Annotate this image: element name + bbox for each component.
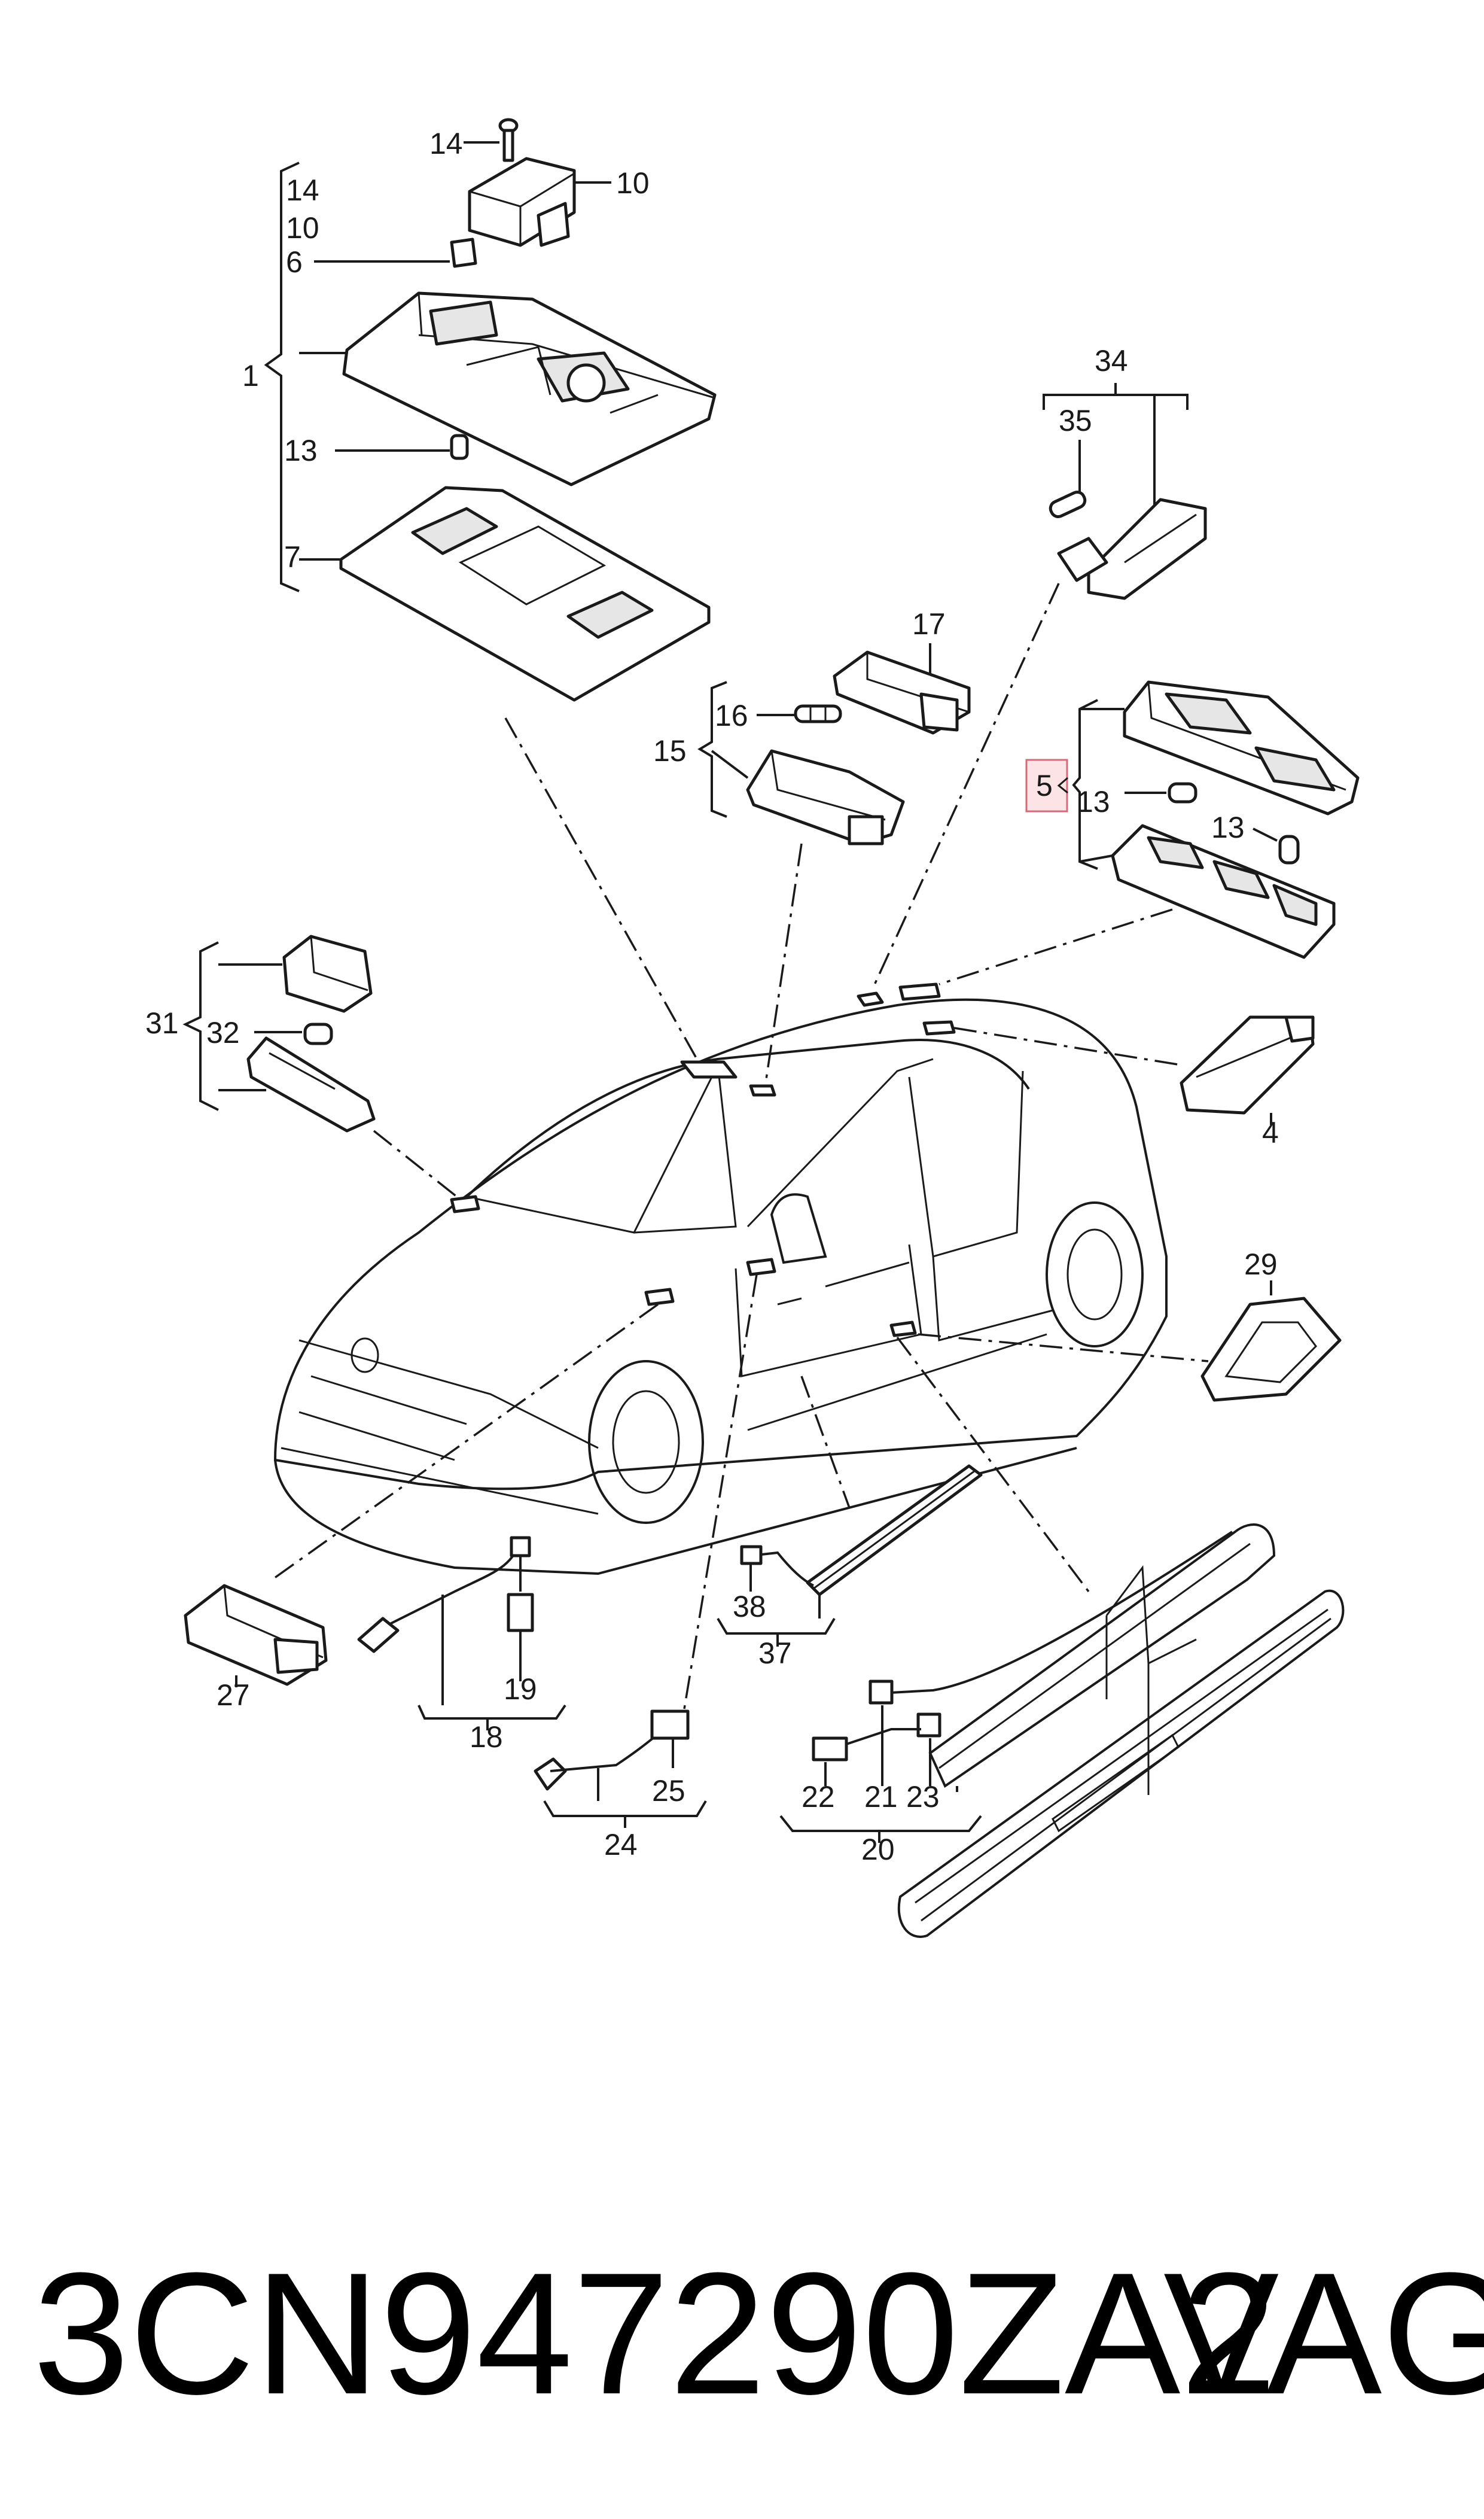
callout-10-list: 10	[286, 211, 319, 245]
bulb-13	[450, 434, 469, 460]
housing-15	[746, 749, 905, 845]
callout-38: 38	[733, 1590, 766, 1623]
mirror	[770, 1193, 827, 1264]
bulb-32	[303, 1023, 333, 1045]
callout-13-a: 13	[284, 434, 318, 467]
location-markers	[450, 982, 956, 1337]
callout-17: 17	[912, 607, 946, 641]
brand-label: VAG	[1163, 2237, 1484, 2430]
front-wheel	[588, 1360, 704, 1524]
callout-27: 27	[217, 1678, 250, 1712]
housing-1	[342, 291, 717, 486]
callout-23: 23	[906, 1780, 940, 1814]
callout-labels: 14 10 14 10 6 1 13 7 34 35 17 16 15 5 13…	[145, 127, 1279, 1866]
bulb-13-lower	[1278, 835, 1300, 865]
wiring-24	[534, 1709, 690, 1801]
rear-wheel	[1046, 1201, 1144, 1347]
bulb-13-upper	[1168, 782, 1197, 804]
callout-6: 6	[286, 245, 303, 279]
callout-20: 20	[861, 1833, 895, 1866]
screw-14	[498, 118, 519, 162]
lamp-17	[833, 650, 971, 735]
bulb-16	[794, 704, 842, 723]
housing-31	[246, 1036, 376, 1133]
vw-logo	[351, 1337, 379, 1373]
wiring-18	[357, 1536, 534, 1705]
housing-5	[1123, 680, 1360, 816]
lamp-31-assembly	[182, 935, 376, 1133]
callout-21: 21	[864, 1780, 898, 1814]
callout-31: 31	[145, 1006, 179, 1040]
callout-25: 25	[652, 1774, 685, 1808]
reading-light-assembly	[697, 643, 971, 845]
callout-16: 16	[715, 699, 748, 732]
cover-7	[339, 486, 711, 702]
module-27	[184, 1584, 328, 1686]
callout-5-highlight	[1025, 759, 1068, 813]
clip-6	[450, 238, 477, 268]
footer: 3CN947290ZA2 VAG	[33, 2237, 1484, 2430]
callout-4: 4	[1262, 1116, 1279, 1149]
callout-5: 5	[1036, 769, 1053, 802]
leader-lines	[271, 583, 1209, 1724]
lamp-34	[1057, 498, 1207, 600]
callout-10-top: 10	[616, 166, 650, 200]
callout-35: 35	[1059, 404, 1092, 437]
callout-29: 29	[1244, 1248, 1278, 1281]
lamp-4	[1180, 1015, 1315, 1115]
callout-34: 34	[1095, 344, 1128, 378]
callout-15: 15	[653, 734, 687, 768]
strip-20	[812, 1523, 1276, 1792]
front-interior-light-assembly	[264, 118, 717, 702]
callout-32: 32	[206, 1016, 240, 1049]
part-number: 3CN947290ZA2	[33, 2237, 1277, 2430]
callout-14-top: 14	[429, 127, 463, 160]
lamp-34-assembly	[1043, 383, 1207, 600]
rear-interior-light-assembly	[1025, 680, 1360, 959]
bulb-35	[1049, 490, 1087, 519]
callout-37: 37	[758, 1636, 792, 1670]
cover-5	[1111, 824, 1336, 959]
strip-37	[740, 1464, 983, 1619]
callout-18: 18	[470, 1720, 503, 1754]
callout-22: 22	[802, 1780, 835, 1814]
callout-19: 19	[504, 1672, 537, 1706]
module-10	[468, 157, 576, 247]
callout-13-b: 13	[1077, 785, 1110, 819]
handle-lamp-29	[1200, 1297, 1342, 1402]
lamp-31	[282, 935, 373, 1013]
callout-14-list: 14	[286, 174, 319, 207]
callout-1: 1	[242, 359, 259, 393]
trim-panel	[897, 1565, 1345, 1938]
callout-24: 24	[604, 1828, 638, 1861]
callout-7: 7	[284, 540, 301, 574]
callout-13-c: 13	[1211, 811, 1245, 844]
